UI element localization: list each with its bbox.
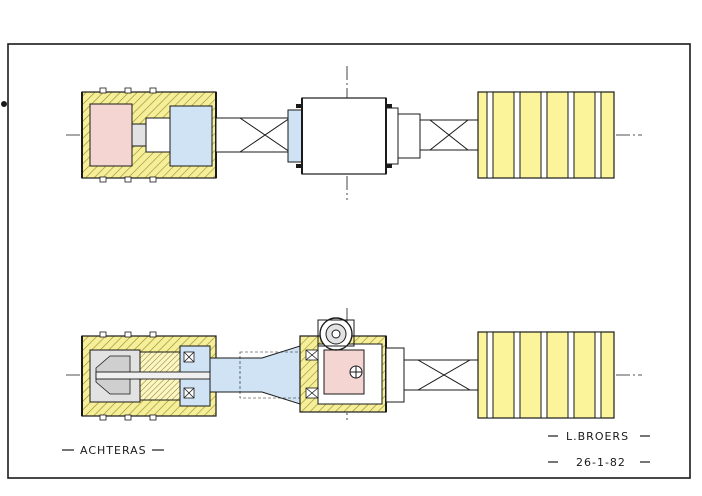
punch-hole	[1, 101, 7, 107]
bottom-joint-right	[385, 347, 479, 403]
bottom-gearbox	[299, 317, 387, 413]
bottom-right-roller	[477, 331, 615, 419]
drawing-title: ACHTERAS	[80, 444, 147, 457]
top-joint-right	[397, 113, 479, 159]
drawing-frame	[7, 43, 691, 479]
drawing-date: 26-1-82	[576, 456, 626, 469]
top-centre-block	[287, 97, 399, 175]
top-right-roller	[477, 91, 615, 179]
title-block: ACHTERAS L.BROERS 26-1-82	[62, 430, 650, 469]
author-name: L.BROERS	[566, 430, 629, 443]
top-view	[66, 66, 642, 200]
top-left-housing	[81, 87, 217, 183]
bottom-view	[66, 308, 642, 421]
